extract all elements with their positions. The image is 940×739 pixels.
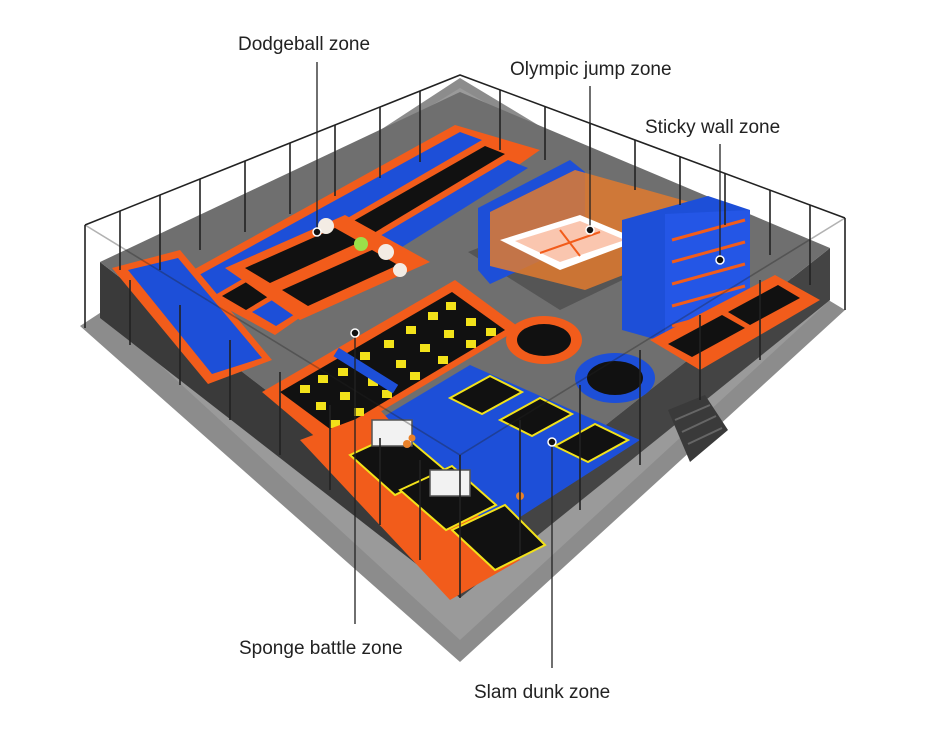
olympic-bed-cross-v bbox=[559, 229, 581, 257]
stairs-step-1 bbox=[674, 404, 711, 421]
dodgeball-ball-4 bbox=[393, 263, 407, 277]
dodgeball-floor-mat-a bbox=[245, 228, 360, 283]
round-trampoline-orange-mat bbox=[517, 324, 571, 356]
label-slam-dunk-zone: Slam dunk zone bbox=[474, 682, 611, 703]
sponge-pit bbox=[280, 292, 505, 432]
label-sticky-wall-zone: Sticky wall zone bbox=[645, 117, 781, 138]
leader-markers bbox=[312, 225, 725, 447]
stairs-step-3 bbox=[687, 427, 723, 445]
label-dodgeball-zone: Dodgeball zone bbox=[238, 34, 371, 55]
right-tramp-mat-2 bbox=[728, 285, 800, 325]
round-trampoline-blue-mat bbox=[587, 361, 643, 395]
dodgeball-ball-2 bbox=[354, 237, 368, 251]
label-olympic-jump-zone: Olympic jump zone bbox=[510, 59, 672, 80]
slam-backboard-2 bbox=[429, 469, 471, 497]
label-sponge-battle-zone: Sponge battle zone bbox=[239, 638, 403, 659]
marker-olympic bbox=[585, 225, 595, 235]
marker-dodgeball bbox=[312, 227, 322, 237]
right-tramp-mat-1 bbox=[668, 315, 745, 357]
sponge-foam-cubes bbox=[300, 302, 496, 428]
marker-sponge bbox=[350, 328, 360, 338]
slam-court-mat-1 bbox=[447, 374, 525, 416]
slam-lane-mat-3 bbox=[450, 503, 547, 572]
dodgeball-ball-3 bbox=[378, 244, 394, 260]
sponge-divider-beam bbox=[333, 347, 399, 394]
leader-lines bbox=[316, 62, 721, 668]
dodgeball-floor-mat-b bbox=[282, 250, 398, 306]
stairs-step-2 bbox=[681, 415, 717, 433]
dodgeball-ball-1 bbox=[318, 218, 334, 234]
slam-court-mat-2 bbox=[497, 396, 575, 438]
slam-court-frame bbox=[345, 365, 640, 530]
marker-sticky bbox=[715, 255, 725, 265]
left-ramp-mat bbox=[128, 258, 262, 374]
marker-slam bbox=[547, 437, 557, 447]
entry-stairs bbox=[668, 395, 728, 462]
slam-ball-1 bbox=[403, 440, 411, 448]
dodgeball-floor bbox=[225, 215, 430, 320]
net-enclosure bbox=[84, 74, 846, 598]
slam-court-mat-3 bbox=[552, 422, 631, 464]
slam-ball-3 bbox=[408, 434, 416, 442]
